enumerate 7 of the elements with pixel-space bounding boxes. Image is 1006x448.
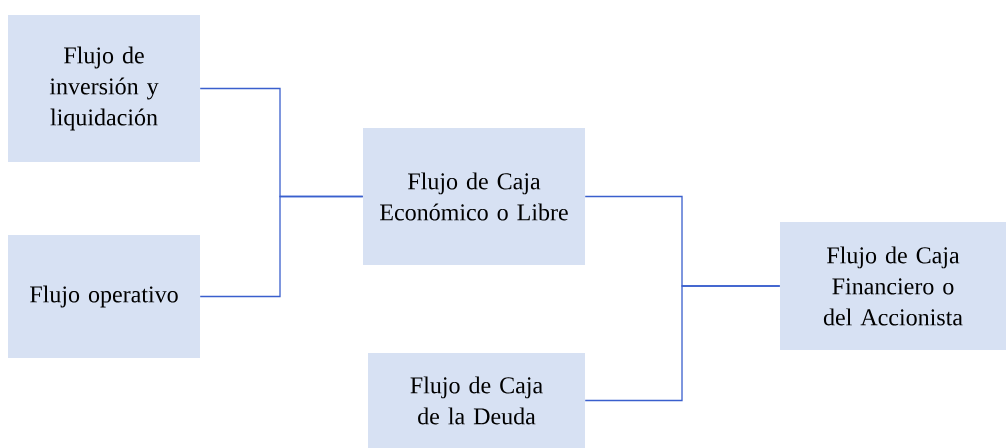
connector-line [199,195,364,298]
process-box: Flujo de inversión y liquidación [8,15,200,162]
process-box: Flujo de Caja Financiero o del Accionista [780,222,1006,350]
process-box: Flujo de Caja Económico o Libre [363,128,585,265]
process-box: Flujo operativo [8,235,200,358]
connector-line [584,285,781,402]
process-box: Flujo de Caja de la Deuda [368,353,585,448]
